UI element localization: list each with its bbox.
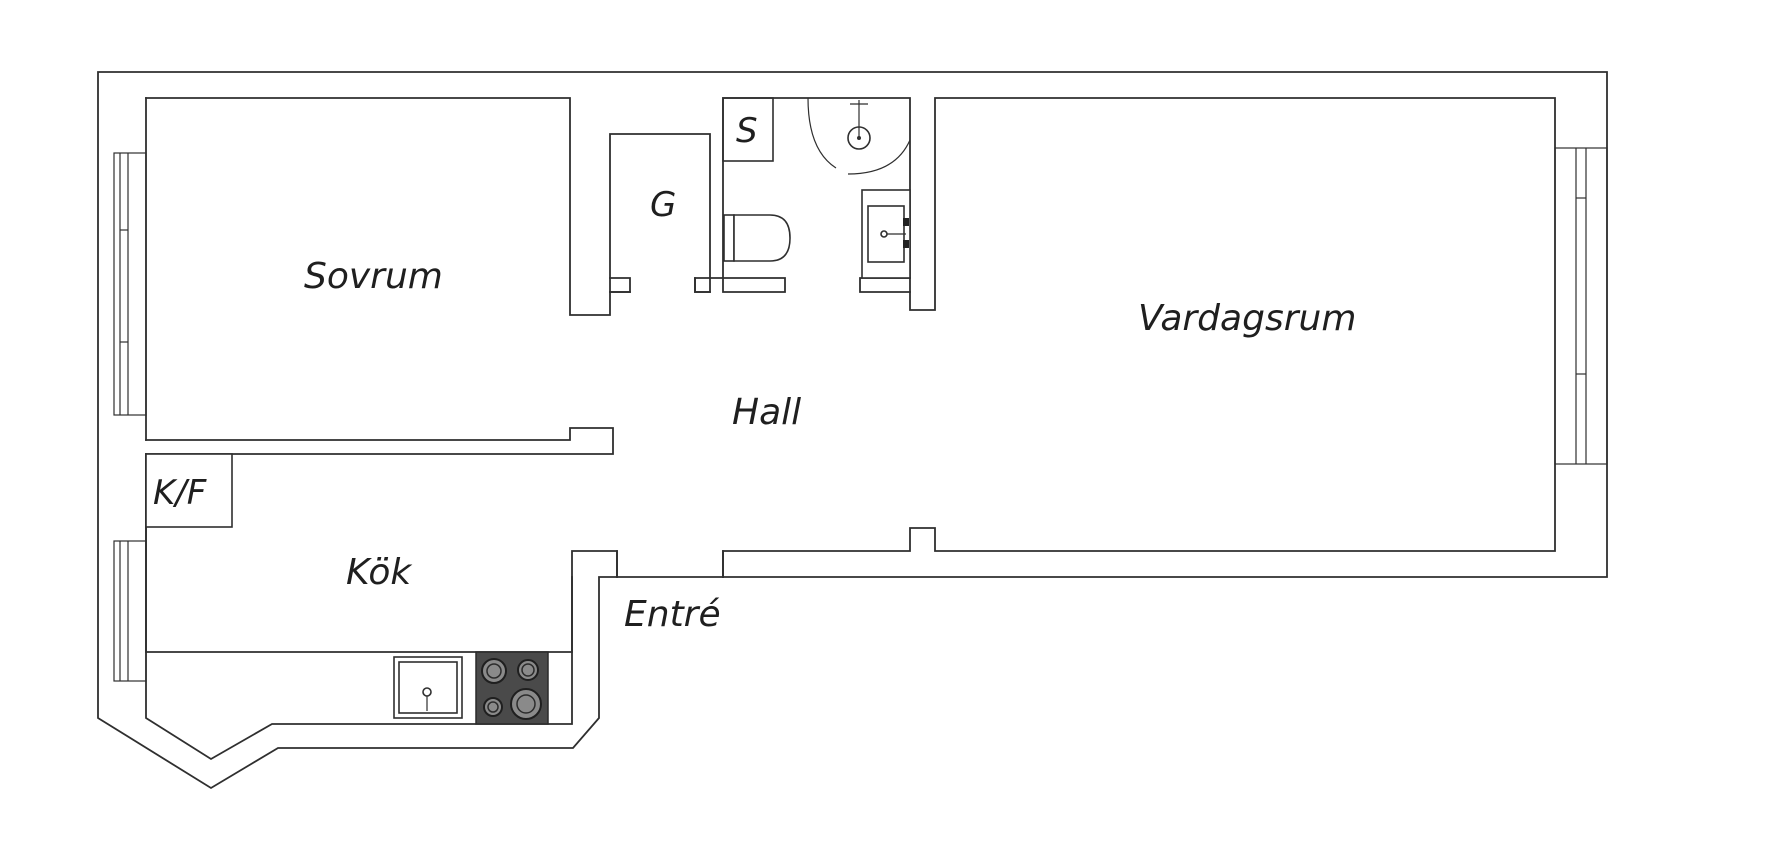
room-label-kok: Kök [346,552,413,593]
storage-label-stad: S [736,111,758,151]
garderob-front [609,277,711,293]
storage-label-kyl-frys: K/F [153,473,207,513]
kitchen-sink-icon [393,656,463,719]
bathroom-sink-icon [861,189,911,279]
outer-wall-outline [97,71,1608,790]
kyl-frys-box [145,453,233,528]
bathroom-walls [694,97,1556,578]
room-label-sovrum: Sovrum [304,256,443,297]
stove-icon [475,651,549,725]
room-label-entre: Entré [624,594,721,635]
right-window [1554,147,1608,465]
room-label-vardagsrum: Vardagsrum [1138,298,1356,339]
window-vardagsrum [1554,147,1608,465]
entre-walls [616,550,724,578]
window-sovrum [113,152,147,416]
storage-label-garderob: G [650,185,676,225]
bathroom-door-wall [859,277,911,293]
window-kok [113,540,147,682]
left-windows [113,152,147,682]
shower-icon [807,97,911,175]
exterior-walls [97,71,1608,790]
toilet-icon [723,214,791,262]
room-label-hall: Hall [732,392,801,433]
